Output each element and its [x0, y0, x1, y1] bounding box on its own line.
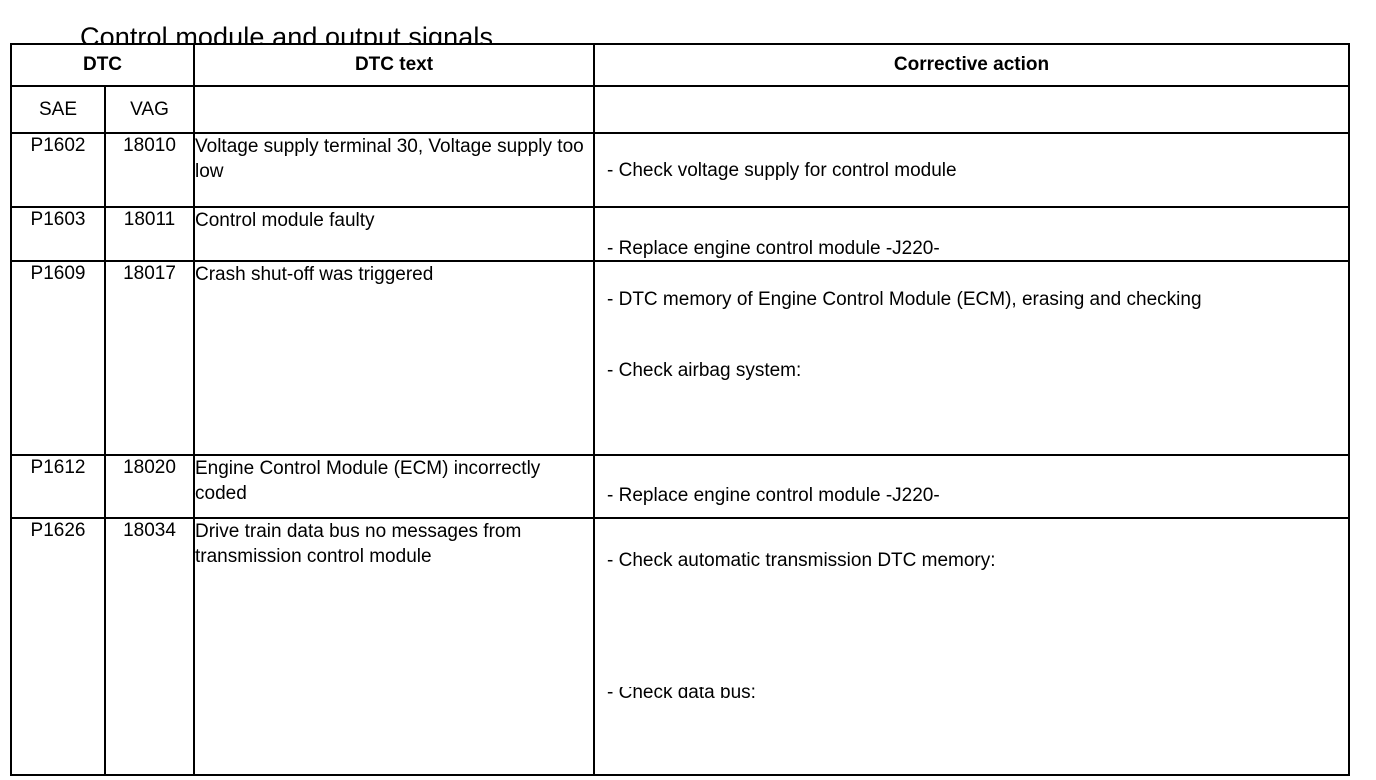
cell-vag: 18020 — [104, 454, 195, 519]
cell-sae: P1612 — [10, 454, 106, 519]
cell-dtc-text: Drive train data bus no messages from tr… — [193, 517, 595, 776]
cell-sae: P1626 — [10, 517, 106, 776]
cell-corrective-action: - Replace engine control module -J220- — [593, 206, 1350, 262]
cell-sae: P1602 — [10, 132, 106, 208]
table-header-row-primary: DTC DTC text Corrective action — [10, 43, 1350, 87]
corrective-action-item: - Check automatic transmission DTC memor… — [607, 550, 996, 571]
table-row: P1612 18020 Engine Control Module (ECM) … — [10, 454, 1350, 519]
corrective-action-item: - Replace engine control module -J220- — [607, 485, 940, 506]
cell-sae: P1609 — [10, 260, 106, 456]
column-header-dtc-text-blank — [193, 85, 595, 134]
cell-dtc-text: Crash shut-off was triggered — [193, 260, 595, 456]
cell-vag: 18010 — [104, 132, 195, 208]
table-row: P1603 18011 Control module faulty - Repl… — [10, 206, 1350, 262]
cell-corrective-action: - DTC memory of Engine Control Module (E… — [593, 260, 1350, 456]
table-row: P1626 18034 Drive train data bus no mess… — [10, 517, 1350, 776]
corrective-action-item: - Check airbag system: — [607, 360, 802, 381]
column-header-dtc: DTC — [10, 43, 195, 87]
cell-dtc-text: Control module faulty — [193, 206, 595, 262]
corrective-action-item: - DTC memory of Engine Control Module (E… — [607, 289, 1202, 310]
cell-corrective-action: - Check automatic transmission DTC memor… — [593, 517, 1350, 776]
table-header-row-secondary: SAE VAG — [10, 85, 1350, 134]
cell-dtc-text: Engine Control Module (ECM) incorrectly … — [193, 454, 595, 519]
corrective-action-item: - Replace engine control module -J220- — [607, 238, 940, 259]
column-header-corrective-action-blank — [593, 85, 1350, 134]
dtc-table: DTC DTC text Corrective action SAE VAG P… — [10, 43, 1350, 776]
column-header-sae: SAE — [10, 85, 106, 134]
cell-sae: P1603 — [10, 206, 106, 262]
table-row: P1602 18010 Voltage supply terminal 30, … — [10, 132, 1350, 208]
column-header-dtc-text: DTC text — [193, 43, 595, 87]
column-header-corrective-action: Corrective action — [593, 43, 1350, 87]
cell-vag: 18017 — [104, 260, 195, 456]
corrective-action-item: - Check data bus: — [607, 682, 756, 703]
corrective-action-item: - Check voltage supply for control modul… — [607, 160, 957, 181]
table-row: P1609 18017 Crash shut-off was triggered… — [10, 260, 1350, 456]
cell-vag: 18034 — [104, 517, 195, 776]
cell-dtc-text: Voltage supply terminal 30, Voltage supp… — [193, 132, 595, 208]
cell-corrective-action: - Check voltage supply for control modul… — [593, 132, 1350, 208]
column-header-vag: VAG — [104, 85, 195, 134]
cell-vag: 18011 — [104, 206, 195, 262]
cell-corrective-action: - Replace engine control module -J220- — [593, 454, 1350, 519]
